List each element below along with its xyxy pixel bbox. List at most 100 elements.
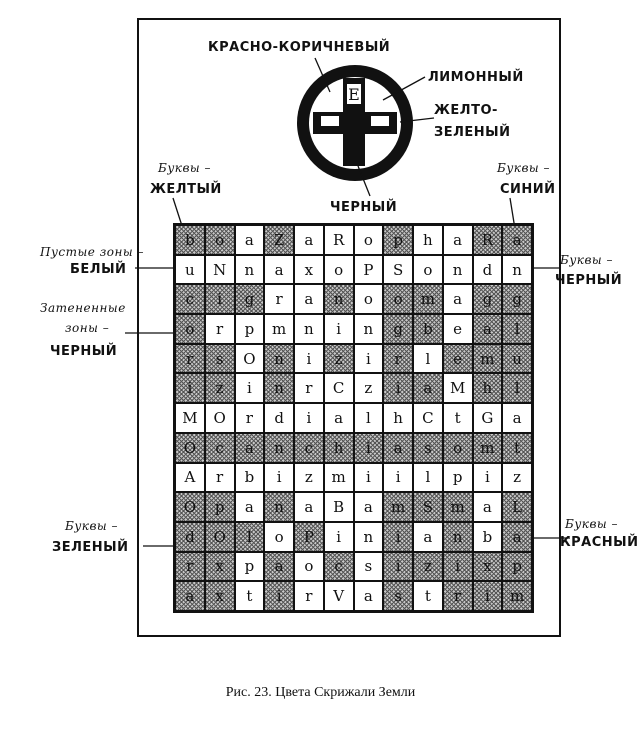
grid-letter: e — [453, 319, 463, 338]
grid-letter: t — [454, 408, 461, 427]
grid-cell: m — [413, 284, 443, 315]
label-red-brown: КРАСНО-КОРИЧНЕВЫЙ — [208, 40, 391, 55]
grid-letter: n — [274, 498, 284, 517]
grid-letter: L — [512, 498, 523, 517]
grid-letter: p — [244, 557, 255, 576]
grid-letter: p — [214, 498, 225, 517]
grid-cell: o — [323, 254, 354, 285]
grid-cell: c — [204, 432, 235, 463]
grid-cell: i — [383, 373, 413, 404]
grid-cell: a — [502, 403, 532, 433]
grid-letter: i — [336, 319, 342, 338]
grid-letter: o — [423, 260, 433, 279]
grid-cell: o — [294, 551, 324, 582]
grid-cell: n — [234, 254, 265, 285]
grid-letter: c — [334, 557, 343, 576]
grid-letter: r — [216, 319, 224, 338]
grid-letter: l — [425, 468, 431, 487]
grid-letter: r — [305, 379, 313, 398]
label-letters-black-line2: ЧЕРНЫЙ — [555, 273, 623, 288]
grid-letter: O — [213, 408, 226, 427]
grid-cell: l — [502, 373, 532, 404]
grid-cell: b — [472, 521, 503, 552]
grid-letter: g — [512, 290, 522, 309]
grid-cell: n — [264, 343, 294, 374]
grid-cell: g — [502, 284, 532, 315]
grid-cell: h — [413, 225, 443, 255]
grid-cell: a — [502, 225, 532, 255]
grid-letter: R — [481, 230, 494, 249]
grid-cell: m — [323, 462, 354, 493]
grid-letter: n — [274, 438, 284, 457]
grid-cell: m — [264, 314, 294, 344]
grid-letter: i — [336, 527, 342, 546]
label-letters-red-line2: КРАСНЫЙ — [560, 535, 639, 550]
grid-cell: a — [472, 314, 503, 344]
grid-letter: a — [363, 498, 373, 517]
grid-letter: a — [304, 230, 314, 249]
grid-letter: a — [423, 379, 433, 398]
grid-cell: p — [234, 551, 265, 582]
grid-cell: p — [502, 551, 532, 582]
grid-letter: s — [394, 587, 402, 606]
label-empty-zones-line1: Пустые зоны – — [40, 245, 144, 259]
grid-cell: g — [234, 284, 265, 315]
label-shaded-line3: ЧЕРНЫЙ — [50, 344, 118, 359]
grid-letter: B — [333, 498, 345, 517]
grid-letter: P — [303, 527, 314, 546]
grid-cell: a — [502, 521, 532, 552]
grid-cell: x — [204, 551, 235, 582]
grid-cell: r — [294, 373, 324, 404]
grid-letter: n — [363, 319, 374, 338]
grid-letter: m — [420, 290, 435, 309]
grid-cell: i — [234, 373, 265, 404]
label-empty-zones-line2: БЕЛЫЙ — [70, 262, 127, 277]
grid-letter: m — [331, 468, 346, 487]
grid-letter: i — [365, 468, 371, 487]
grid-letter: A — [184, 468, 196, 487]
grid-letter: P — [363, 260, 374, 279]
grid-cell: u — [502, 343, 532, 374]
grid-letter: i — [455, 557, 461, 576]
grid-letter: m — [450, 498, 465, 517]
grid-letter: G — [481, 408, 494, 427]
grid-letter: n — [333, 290, 344, 309]
grid-letter: b — [244, 468, 255, 487]
grid-letter: a — [423, 527, 433, 546]
grid-letter: x — [483, 557, 492, 576]
grid-letter: n — [452, 527, 463, 546]
grid-letter: a — [363, 587, 373, 606]
grid-cell: i — [323, 314, 354, 344]
grid-cell: c — [175, 284, 205, 315]
grid-letter: d — [274, 408, 284, 427]
grid-cell: a — [294, 225, 324, 255]
grid-letter: i — [306, 349, 312, 368]
grid-letter: r — [186, 349, 194, 368]
grid-cell: a — [472, 492, 503, 522]
grid-cell: c — [294, 432, 324, 463]
grid-letter: l — [514, 379, 520, 398]
grid-cell: d — [472, 254, 503, 285]
grid-cell: u — [175, 254, 205, 285]
label-black-center: ЧЕРНЫЙ — [330, 200, 398, 215]
grid-letter: i — [395, 379, 401, 398]
grid-cell: g — [472, 284, 503, 315]
grid-cell: O — [234, 343, 265, 374]
grid-letter: x — [215, 587, 224, 606]
grid-cell: i — [383, 551, 413, 582]
grid-letter: p — [512, 557, 522, 576]
grid-cell: a — [294, 492, 324, 522]
grid-letter: h — [482, 379, 493, 398]
grid-cell: a — [353, 492, 384, 522]
grid-cell: O — [204, 403, 235, 433]
grid-cell: a — [264, 254, 294, 285]
grid-letter: C — [422, 408, 434, 427]
grid-letter: r — [216, 468, 224, 487]
grid-letter: i — [276, 587, 282, 606]
grid-letter: g — [482, 290, 493, 309]
label-letters-green-line2: ЗЕЛЕНЫЙ — [52, 540, 129, 555]
grid-letter: o — [393, 290, 403, 309]
grid-letter: p — [244, 319, 255, 338]
grid-cell: o — [442, 432, 473, 463]
grid-letter: n — [274, 349, 284, 368]
